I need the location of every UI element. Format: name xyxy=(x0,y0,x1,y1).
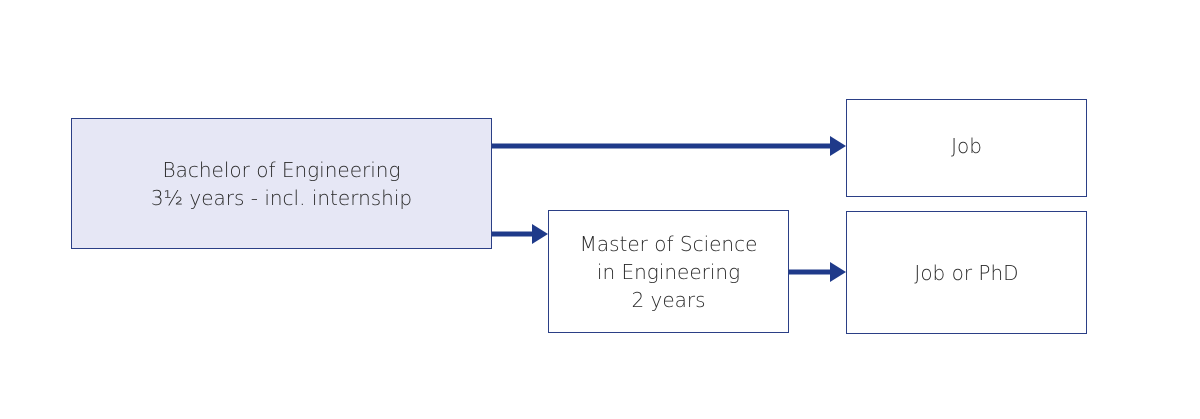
node-bachelor-title: Bachelor of Engineering xyxy=(162,157,401,182)
node-master-of-science: Master of Science in Engineering 2 years xyxy=(548,210,789,333)
node-bachelor-duration: 3½ years - incl. internship xyxy=(150,185,413,210)
arrow-bachelor-to-job xyxy=(492,136,846,156)
node-job: Job xyxy=(846,99,1087,197)
node-job-label: Job xyxy=(951,134,982,158)
node-master-duration: 2 years xyxy=(631,287,706,312)
arrow-master-to-job-or-phd xyxy=(789,262,846,282)
node-bachelor-of-engineering: Bachelor of Engineering 3½ years - incl.… xyxy=(71,118,492,249)
arrow-bachelor-to-master xyxy=(492,224,548,244)
node-job-or-phd-label: Job or PhD xyxy=(914,260,1019,285)
node-master-title: Master of Science xyxy=(579,231,758,256)
node-job-or-phd: Job or PhD xyxy=(846,211,1087,334)
node-master-subtitle: in Engineering xyxy=(596,259,741,284)
